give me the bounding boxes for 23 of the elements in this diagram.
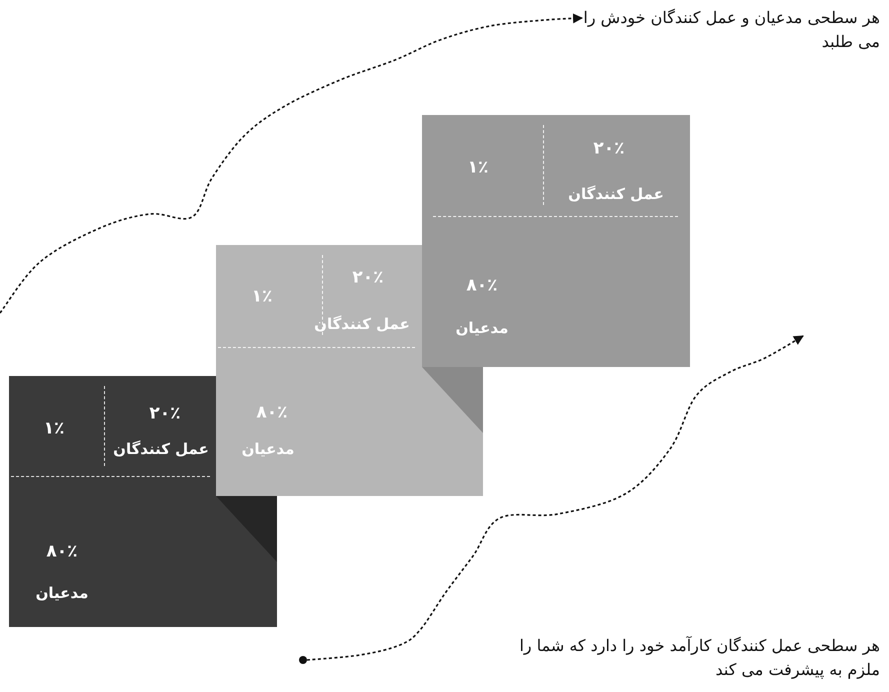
note-square: [9, 376, 216, 627]
dot: [299, 656, 307, 664]
percent-label: ۱٪: [252, 288, 272, 306]
cell-label: عمل کنندگان: [113, 440, 209, 458]
percent-label: ۲۰٪: [352, 268, 384, 288]
percent-label: ۸۰٪: [256, 404, 288, 422]
percent-label: ۱٪: [44, 420, 64, 438]
cell-label: مدعیان: [242, 440, 294, 458]
cell-label: مدعیان: [36, 584, 88, 602]
note-square: [422, 115, 690, 367]
cell-label: عمل کنندگان: [314, 316, 410, 332]
percent-label: ۸۰٪: [466, 276, 498, 296]
cell-label: مدعیان: [456, 320, 508, 336]
cell-label: عمل کنندگان: [568, 186, 664, 202]
percent-label: ۱٪: [468, 158, 488, 178]
percent-label: ۲۰٪: [593, 140, 625, 158]
percent-label: ۲۰٪: [149, 404, 181, 424]
percent-label: ۸۰٪: [46, 542, 78, 562]
caption-text: هر سطحی عمل کنندگان کارآمد خود را دارد که شما را ملزم به پیشرفت می کند: [510, 634, 880, 682]
note-square: [216, 245, 422, 496]
dotted-arrow: [0, 13, 583, 314]
dotted-arrow: [306, 335, 804, 661]
caption-text: هر سطحی مدعیان و عمل کنندگان خودش را می طلبد: [582, 6, 880, 54]
